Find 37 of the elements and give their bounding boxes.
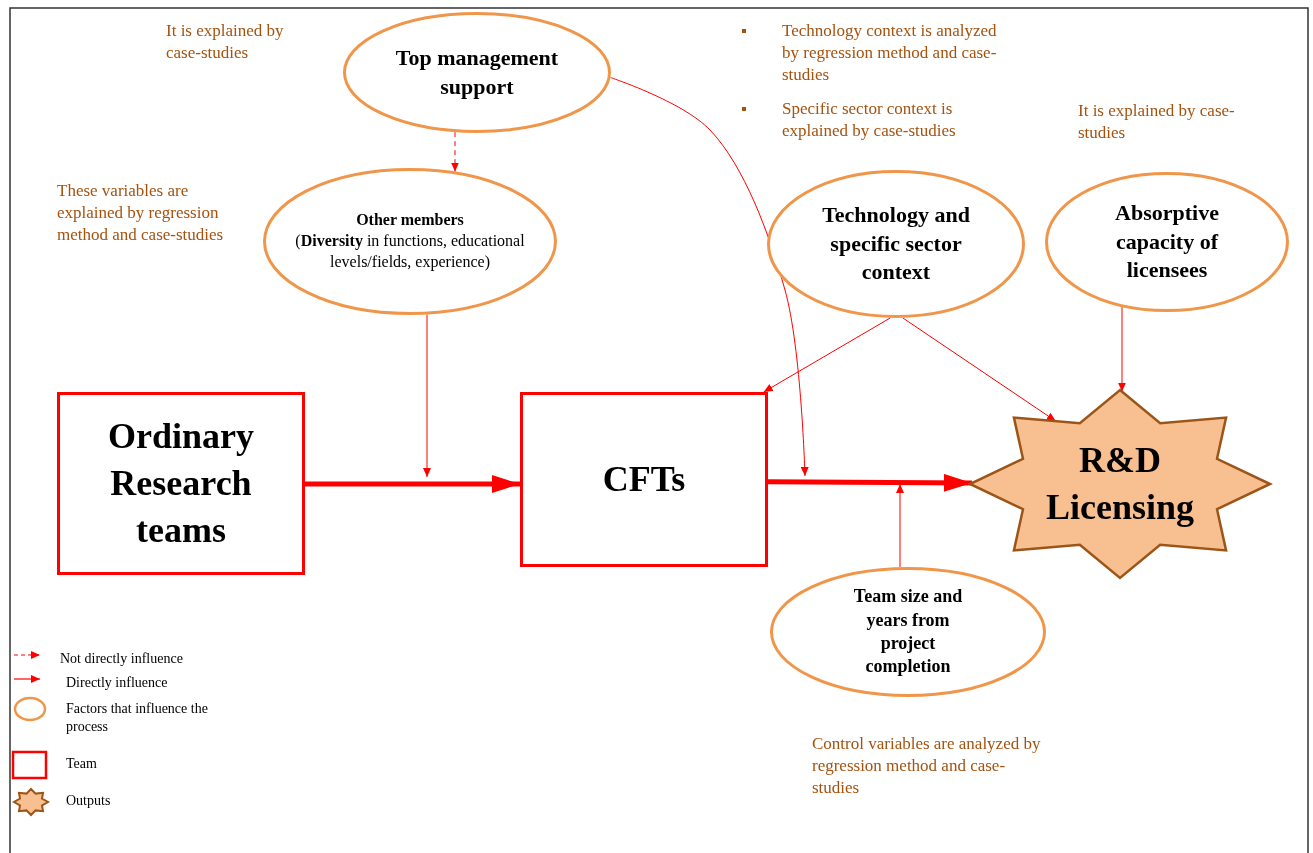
arrow — [423, 314, 431, 478]
dashed-arrow — [451, 131, 459, 173]
output-star — [970, 390, 1270, 578]
legend-label: Team — [66, 755, 98, 773]
arrow — [896, 483, 904, 568]
bullet-note: Specific sector context is explained by case-studies — [782, 98, 957, 142]
node-label: Team size and years from project completion — [852, 585, 964, 679]
node-description: (Diversity in functions, educational levels/fields, experience) — [294, 231, 526, 273]
node-label: Absorptive capacity of licensees — [1114, 199, 1220, 285]
legend-label: Not directly influence — [60, 650, 184, 668]
node-label: R&D Licensing — [1045, 439, 1195, 529]
factor-ellipse — [343, 12, 611, 133]
node-label: CFTs — [602, 458, 686, 502]
note-text: Control variables are analyzed by regression method and case-studies — [812, 733, 1042, 799]
legend-label: Outputs — [66, 792, 112, 810]
node-label: Technology and specific sector context — [821, 201, 971, 287]
arrow — [610, 77, 809, 477]
bullet-note: Technology context is analyzed by regression method and case-studies — [782, 20, 997, 86]
node-label: Top management support — [394, 43, 560, 101]
team-box — [520, 392, 768, 567]
arrow — [902, 317, 1057, 422]
arrow — [305, 475, 520, 493]
arrow — [768, 473, 972, 492]
arrow — [1118, 306, 1126, 393]
factor-ellipse — [1045, 172, 1289, 312]
factor-ellipse — [770, 567, 1046, 697]
note-text: It is explained by case-studies — [1078, 100, 1236, 144]
factor-ellipse — [767, 170, 1025, 318]
team-box — [57, 392, 305, 575]
arrow — [763, 317, 891, 393]
node-label: Other members — [356, 210, 464, 231]
note-text: It is explained by case-studies — [166, 20, 285, 64]
legend-label: Directly influence — [66, 674, 169, 692]
legend-label: Factors that influence the process — [66, 700, 209, 736]
factor-ellipse — [263, 168, 557, 315]
note-text: These variables are explained by regression method and case-studies — [57, 180, 225, 246]
node-label: Ordinary Research teams — [107, 415, 255, 552]
